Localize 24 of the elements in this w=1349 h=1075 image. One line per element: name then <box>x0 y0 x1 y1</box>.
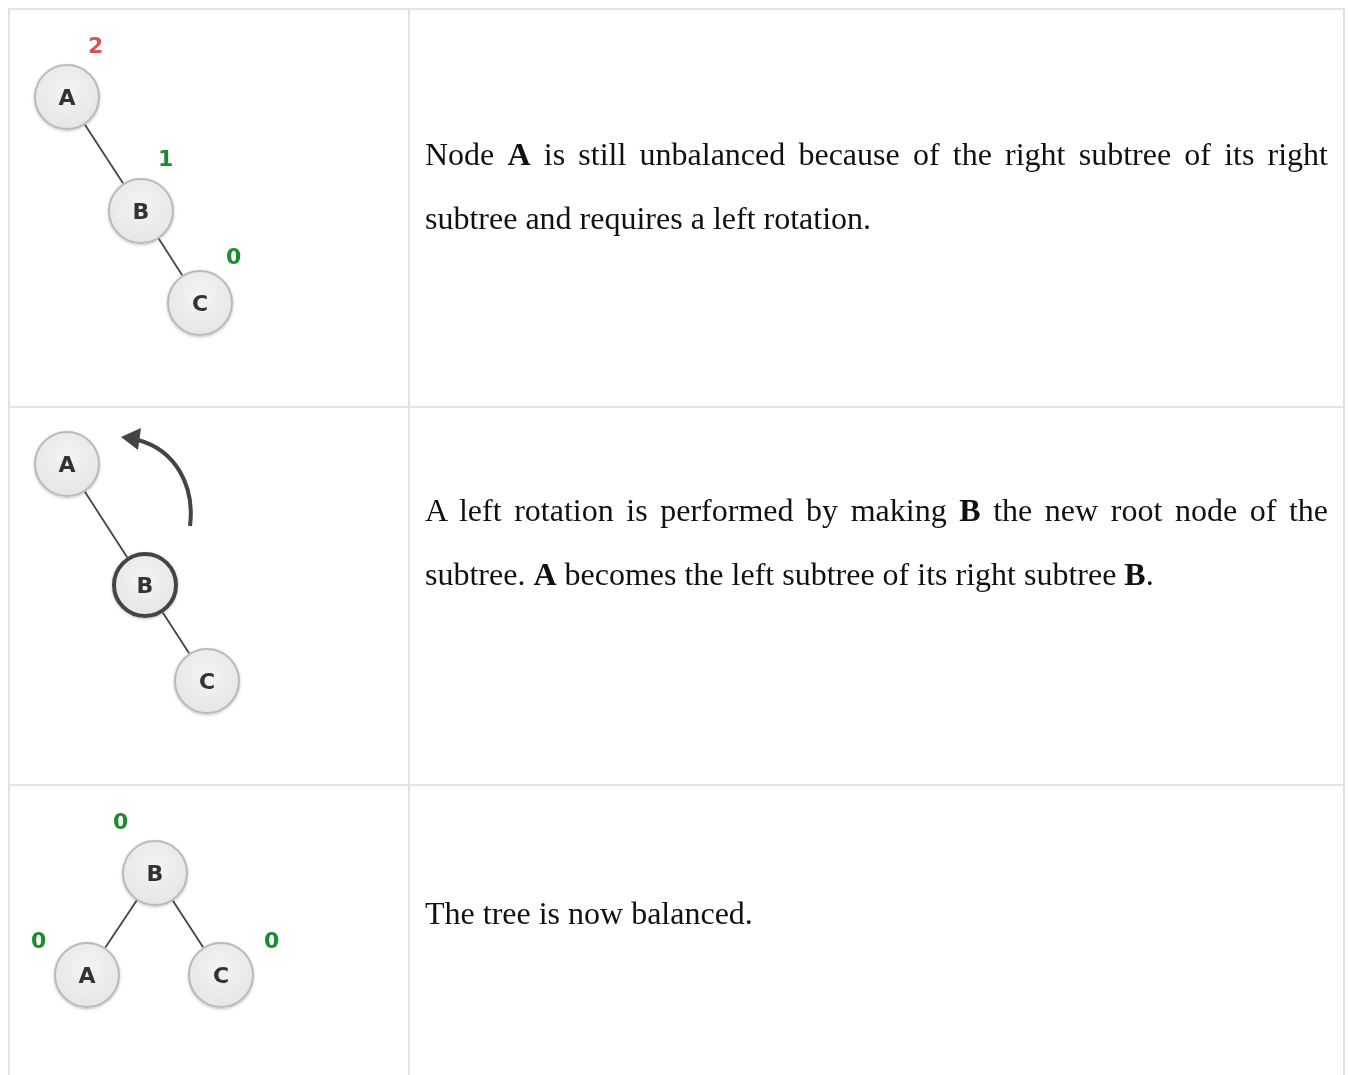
description-text: Node A is still unbalanced because of the right subtree of its right subtree and requires a left rotation. <box>425 135 1328 238</box>
tree-edge <box>157 237 184 277</box>
tree-node-circle: C <box>188 942 254 1008</box>
tree-edge <box>104 899 138 949</box>
tree-node-circle: B <box>122 840 188 906</box>
tree-edge <box>84 123 124 185</box>
tree-node-circle: A <box>34 431 100 497</box>
description-text: A left rotation is performed by making B the new root node of the subtree. A becomes the left subtree of its right subtree B. <box>425 491 1328 594</box>
balance-factor: 1 <box>158 146 174 171</box>
tree-node-circle: C <box>167 270 233 336</box>
tree-node-circle: A <box>54 942 120 1008</box>
tree-node-circle: A <box>34 64 100 130</box>
tree-node-circle: B <box>112 552 178 618</box>
tree-edge <box>162 611 190 655</box>
balance-factor: 2 <box>88 33 104 58</box>
description-text: The tree is now balanced. <box>425 894 754 933</box>
tree-node-circle: B <box>108 178 174 244</box>
tree-node-circle: C <box>174 648 240 714</box>
balance-factor: 0 <box>31 928 47 953</box>
balance-factor: 0 <box>113 809 129 834</box>
tree-edge <box>83 490 128 559</box>
balance-factor: 0 <box>226 244 242 269</box>
balance-factor: 0 <box>264 928 280 953</box>
tree-edge <box>172 899 204 949</box>
